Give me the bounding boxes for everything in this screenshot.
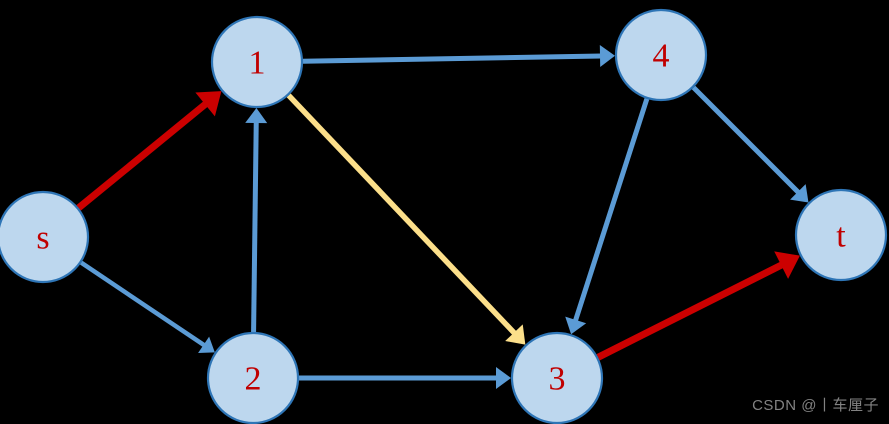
edge-line-4-3 (572, 98, 650, 323)
edge-1-4 (302, 45, 616, 68)
edge-arrowhead-s-1 (195, 91, 222, 117)
edge-line-1-4 (302, 53, 602, 64)
node-label-2: 2 (245, 361, 262, 398)
edge-s-2 (79, 260, 215, 354)
edge-line-3-t (596, 261, 785, 361)
edge-4-3 (565, 98, 650, 335)
edge-line-s-2 (79, 260, 207, 348)
edge-4-t (691, 85, 809, 203)
edge-arrowhead-3-t (774, 251, 800, 279)
node-t[interactable]: t (794, 188, 888, 282)
edge-arrowhead-2-1 (245, 107, 268, 124)
node-circle-3[interactable] (510, 331, 604, 424)
edge-arrowhead-4-t (790, 184, 809, 203)
edge-2-1 (245, 107, 268, 333)
nodes-layer: s 1 2 3 4 t (0, 8, 888, 424)
node-circle-1[interactable] (210, 15, 304, 109)
node-label-1: 1 (249, 45, 266, 82)
edge-line-2-1 (251, 121, 259, 333)
node-circle-2[interactable] (206, 331, 300, 424)
edge-2-3 (299, 367, 511, 389)
edge-s-1 (76, 91, 222, 211)
edge-1-3 (286, 93, 526, 345)
node-label-t: t (836, 218, 846, 255)
edge-line-1-3 (286, 93, 517, 336)
edge-arrowhead-2-3 (496, 367, 511, 389)
node-s[interactable]: s (0, 190, 90, 284)
watermark-text: CSDN @丨车厘子 (752, 397, 879, 414)
node-circle-s[interactable] (0, 190, 90, 284)
edge-arrowhead-s-2 (198, 336, 215, 354)
edge-3-t (596, 251, 800, 361)
edges-layer (76, 45, 809, 389)
node-circle-t[interactable] (794, 188, 888, 282)
node-label-3: 3 (549, 361, 566, 398)
edge-arrowhead-4-3 (565, 316, 587, 335)
node-circle-4[interactable] (614, 8, 708, 102)
node-4[interactable]: 4 (614, 8, 708, 102)
node-label-s: s (36, 220, 49, 257)
edge-line-4-t (691, 85, 801, 195)
node-2[interactable]: 2 (206, 331, 300, 424)
node-1[interactable]: 1 (210, 15, 304, 109)
edge-arrowhead-1-4 (599, 45, 616, 68)
edge-arrowhead-1-3 (505, 324, 526, 345)
node-label-4: 4 (653, 38, 670, 75)
node-3[interactable]: 3 (510, 331, 604, 424)
edge-line-s-1 (76, 100, 209, 211)
